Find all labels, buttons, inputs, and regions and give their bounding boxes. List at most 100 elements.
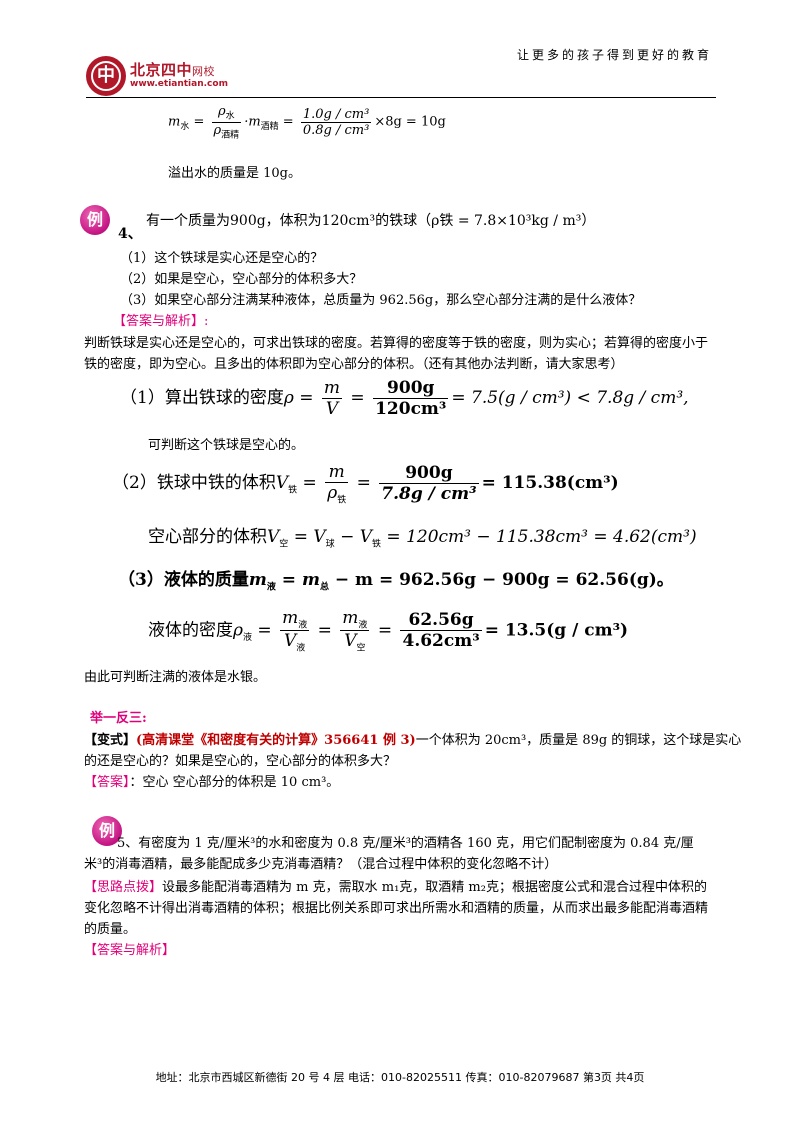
f5-rho: ρ <box>233 620 243 641</box>
ex5-hint-tag: 【思路点拨】 <box>84 880 163 895</box>
header-slogan: 让更多的孩子得到更好的教育 <box>516 48 712 62</box>
prev-formula: m水 = ρ水 ρ酒精 ·m酒精 = 1.0g / cm³ 0.8g / cm³… <box>168 104 446 141</box>
f3-prefix: 空心部分的体积 <box>148 527 267 547</box>
prev-frac-den: ρ <box>213 122 222 138</box>
f5-n1: m <box>282 608 299 628</box>
f5-tail: = 13.5(g / cm³) <box>484 620 629 641</box>
ex4-q1: （1）这个铁球是实心还是空心的？ <box>120 251 324 266</box>
f3-mid: = V <box>293 527 326 547</box>
prev-frac-values: 1.0g / cm³ 0.8g / cm³ <box>300 106 372 138</box>
f5-d2-sub: 空 <box>356 643 366 654</box>
variant-text-1: 一个体积为 20cm³，质量是 89g 的铜球，这个球是实心 <box>415 733 742 748</box>
practice-variant-line-2: 的还是空心的？如果是空心的，空心部分的体积多大？ <box>84 754 397 769</box>
ex4-number: 4、 <box>118 226 142 242</box>
f5-d1: V <box>284 631 297 652</box>
ex5-line-1: 5、有密度为 1 克/厘米³的水和密度为 0.8 克/厘米³的酒精各 160 克… <box>117 836 694 851</box>
f5-d2: V <box>344 631 357 652</box>
f4-mid: = m <box>281 570 320 590</box>
f1-num: 900g <box>373 378 449 399</box>
f3-mid-sub: 球 <box>325 539 335 550</box>
prev-frac-den-sub: 酒精 <box>221 130 240 141</box>
f4-prefix: （3）液体的质量 <box>118 570 249 590</box>
f2-tail: = 115.38(cm³) <box>481 473 619 494</box>
page-footer: 地址：北京市西城区新德街 20 号 4 层 电话：010-82025511 传真… <box>155 1071 645 1084</box>
f5-prefix: 液体的密度 <box>148 620 233 641</box>
ex4-stem: 有一个质量为900g，体积为120cm³的铁球（ρ铁 = 7.8×10³kg /… <box>146 213 596 229</box>
f5-n2: m <box>342 608 359 628</box>
f1-v: V <box>325 399 339 419</box>
f2-prefix: （2）铁球中铁的体积 <box>112 473 276 494</box>
ex4-analysis: 判断铁球是实心还是空心的，可求出铁球的密度。若算得的密度等于铁的密度，则为实心；… <box>84 336 709 372</box>
school-logo-icon: 中 <box>86 56 126 96</box>
f3-tail: = 120cm³ − 115.38cm³ = 4.62(cm³) <box>386 527 697 547</box>
f1-den: 120cm³ <box>375 399 447 419</box>
ex4-q2: （2）如果是空心，空心部分的体积多大？ <box>120 272 363 287</box>
prev-frac2-den: 0.8g / cm³ <box>302 122 370 138</box>
f5-d1-sub: 液 <box>296 643 306 654</box>
variant-source: (高清课堂《和密度有关的计算》356641 例 3) <box>136 733 416 748</box>
f5-n1-sub: 液 <box>298 620 308 631</box>
logo-url: www.etiantian.com <box>130 79 228 89</box>
ex4-final: 由此可判断注满的液体是水银。 <box>84 670 267 685</box>
f1-conclusion: 可判断这个铁球是空心的。 <box>148 438 305 453</box>
f4-m-sub: 液 <box>266 582 276 593</box>
ex4-answer-tag: 【答案与解析】: <box>113 314 209 329</box>
ex5-hint-text: 设最多能配消毒酒精为 m 克，需取水 m₁克，取酒精 m₂克；根据密度公式和混合… <box>84 880 709 937</box>
f2-v-sub: 铁 <box>288 485 298 496</box>
example-badge-icon: 例 <box>92 816 122 846</box>
logo-name-main: 北京四中 <box>130 61 193 79</box>
f2-rho: ρ <box>327 483 338 503</box>
f4-mid-sub: 总 <box>319 582 329 593</box>
f5-n2-sub: 液 <box>358 620 368 631</box>
f2-num: 900g <box>379 463 479 485</box>
practice-answer-tag: 【答案】 <box>84 775 130 790</box>
prev-frac2-num: 1.0g / cm³ <box>300 106 372 123</box>
f5-d3: 4.62cm³ <box>402 631 480 652</box>
f3-minus: − V <box>340 527 372 547</box>
f1-prefix: （1）算出铁球的密度 <box>120 388 284 408</box>
f3-v-sub: 空 <box>279 539 289 550</box>
prev-times-m: ·m <box>244 114 261 130</box>
practice-answer: 【答案】：空心 空心部分的体积是 10 cm³。 <box>84 773 339 793</box>
prev-frac-num-sub: 水 <box>225 111 235 122</box>
practice-heading: 举一反三: <box>90 711 147 726</box>
prev-conclusion: 溢出水的质量是 10g。 <box>168 166 301 181</box>
ex4-formula-4: （3）液体的质量m液 = m总 − m = 962.56g − 900g = 6… <box>118 565 674 592</box>
header-divider <box>86 97 716 98</box>
f4-tail: − m = 962.56g − 900g = 62.56(g)。 <box>334 570 674 590</box>
prev-tail: ×8g = 10g <box>374 114 446 130</box>
prev-frac-num: ρ <box>218 104 226 119</box>
prev-frac-density: ρ水 ρ酒精 <box>211 104 242 141</box>
ex4-formula-3: 空心部分的体积V空 = V球 − V铁 = 120cm³ − 115.38cm³… <box>148 522 697 549</box>
f4-m: m <box>248 570 267 590</box>
f3-v: V <box>267 527 280 547</box>
f5-n3: 62.56g <box>400 610 482 632</box>
f1-m: m <box>321 378 343 399</box>
f2-m: m <box>325 462 349 483</box>
logo-ring <box>91 61 121 91</box>
practice-answer-text: ：空心 空心部分的体积是 10 cm³。 <box>129 775 340 790</box>
prev-lhs: m <box>168 114 181 130</box>
ex5-answer-tag: 【答案与解析】 <box>84 943 176 958</box>
prev-lhs-sub: 水 <box>180 122 190 133</box>
f2-den: 7.8g / cm³ <box>381 484 477 505</box>
ex5-hint: 【思路点拨】设最多能配消毒酒精为 m 克，需取水 m₁克，取酒精 m₂克；根据密… <box>84 877 716 940</box>
prev-times-m-sub: 酒精 <box>260 122 279 133</box>
example-badge-icon: 例 <box>80 205 110 235</box>
logo-glyph: 中 <box>97 65 115 86</box>
f5-rho-sub: 液 <box>243 632 253 643</box>
logo-name: 北京四中网校 <box>130 59 215 80</box>
f1-rho: ρ <box>283 388 294 408</box>
ex4-q3: （3）如果空心部分注满某种液体，总质量为 962.56g，那么空心部分注满的是什… <box>120 293 642 308</box>
ex5-line-2: 米³的消毒酒精，最多能配成多少克消毒酒精？（混合过程中体积的变化忽略不计） <box>84 857 558 872</box>
